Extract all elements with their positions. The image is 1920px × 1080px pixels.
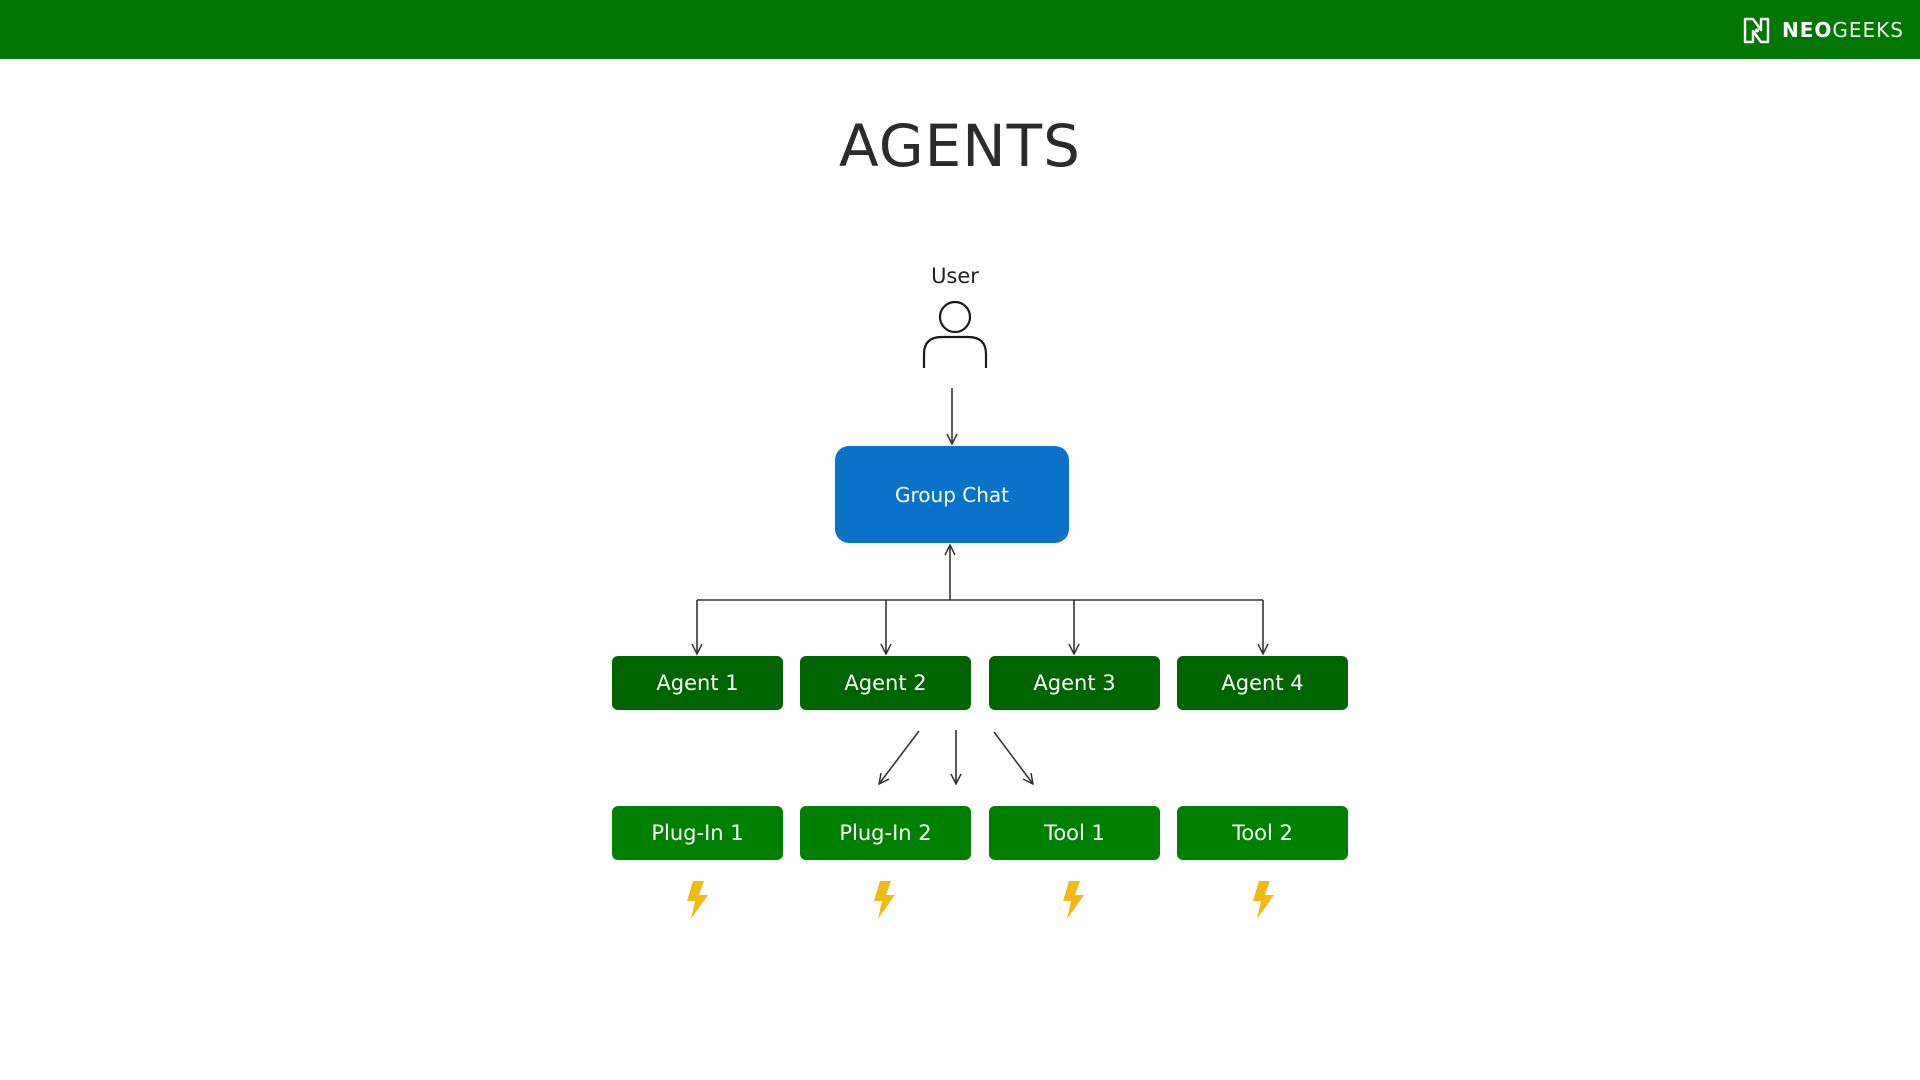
group-chat-node: Group Chat bbox=[835, 446, 1069, 543]
tool-1-node: Tool 1 bbox=[989, 806, 1160, 860]
header-bar bbox=[0, 0, 1920, 59]
brand-name: NEOGEEKS bbox=[1782, 18, 1904, 42]
lightning-bolt-icon bbox=[687, 881, 708, 919]
neogeeks-n-logo-icon bbox=[1743, 17, 1770, 44]
plugin-2-node: Plug-In 2 bbox=[800, 806, 971, 860]
slide-title: AGENTS bbox=[839, 112, 1081, 180]
plugin-1-node: Plug-In 1 bbox=[612, 806, 783, 860]
agent-3-node: Agent 3 bbox=[989, 656, 1160, 710]
user-label: User bbox=[931, 264, 979, 288]
tool-2-node: Tool 2 bbox=[1177, 806, 1348, 860]
arrow-agent2-to-plugin2 bbox=[879, 730, 920, 784]
lightning-bolt-icon bbox=[1063, 881, 1084, 919]
lightning-bolt-icon bbox=[1253, 881, 1274, 919]
brand-name-light: GEEKS bbox=[1832, 18, 1904, 42]
lightning-bolt-icon bbox=[874, 881, 895, 919]
arrow-agent2-to-tool1 bbox=[993, 731, 1033, 784]
agent-2-node: Agent 2 bbox=[800, 656, 971, 710]
person-outline-icon bbox=[922, 300, 988, 368]
brand-logo: NEOGEEKS bbox=[1742, 12, 1904, 48]
agent-1-node: Agent 1 bbox=[612, 656, 783, 710]
brand-name-bold: NEO bbox=[1782, 18, 1833, 42]
agent-4-node: Agent 4 bbox=[1177, 656, 1348, 710]
